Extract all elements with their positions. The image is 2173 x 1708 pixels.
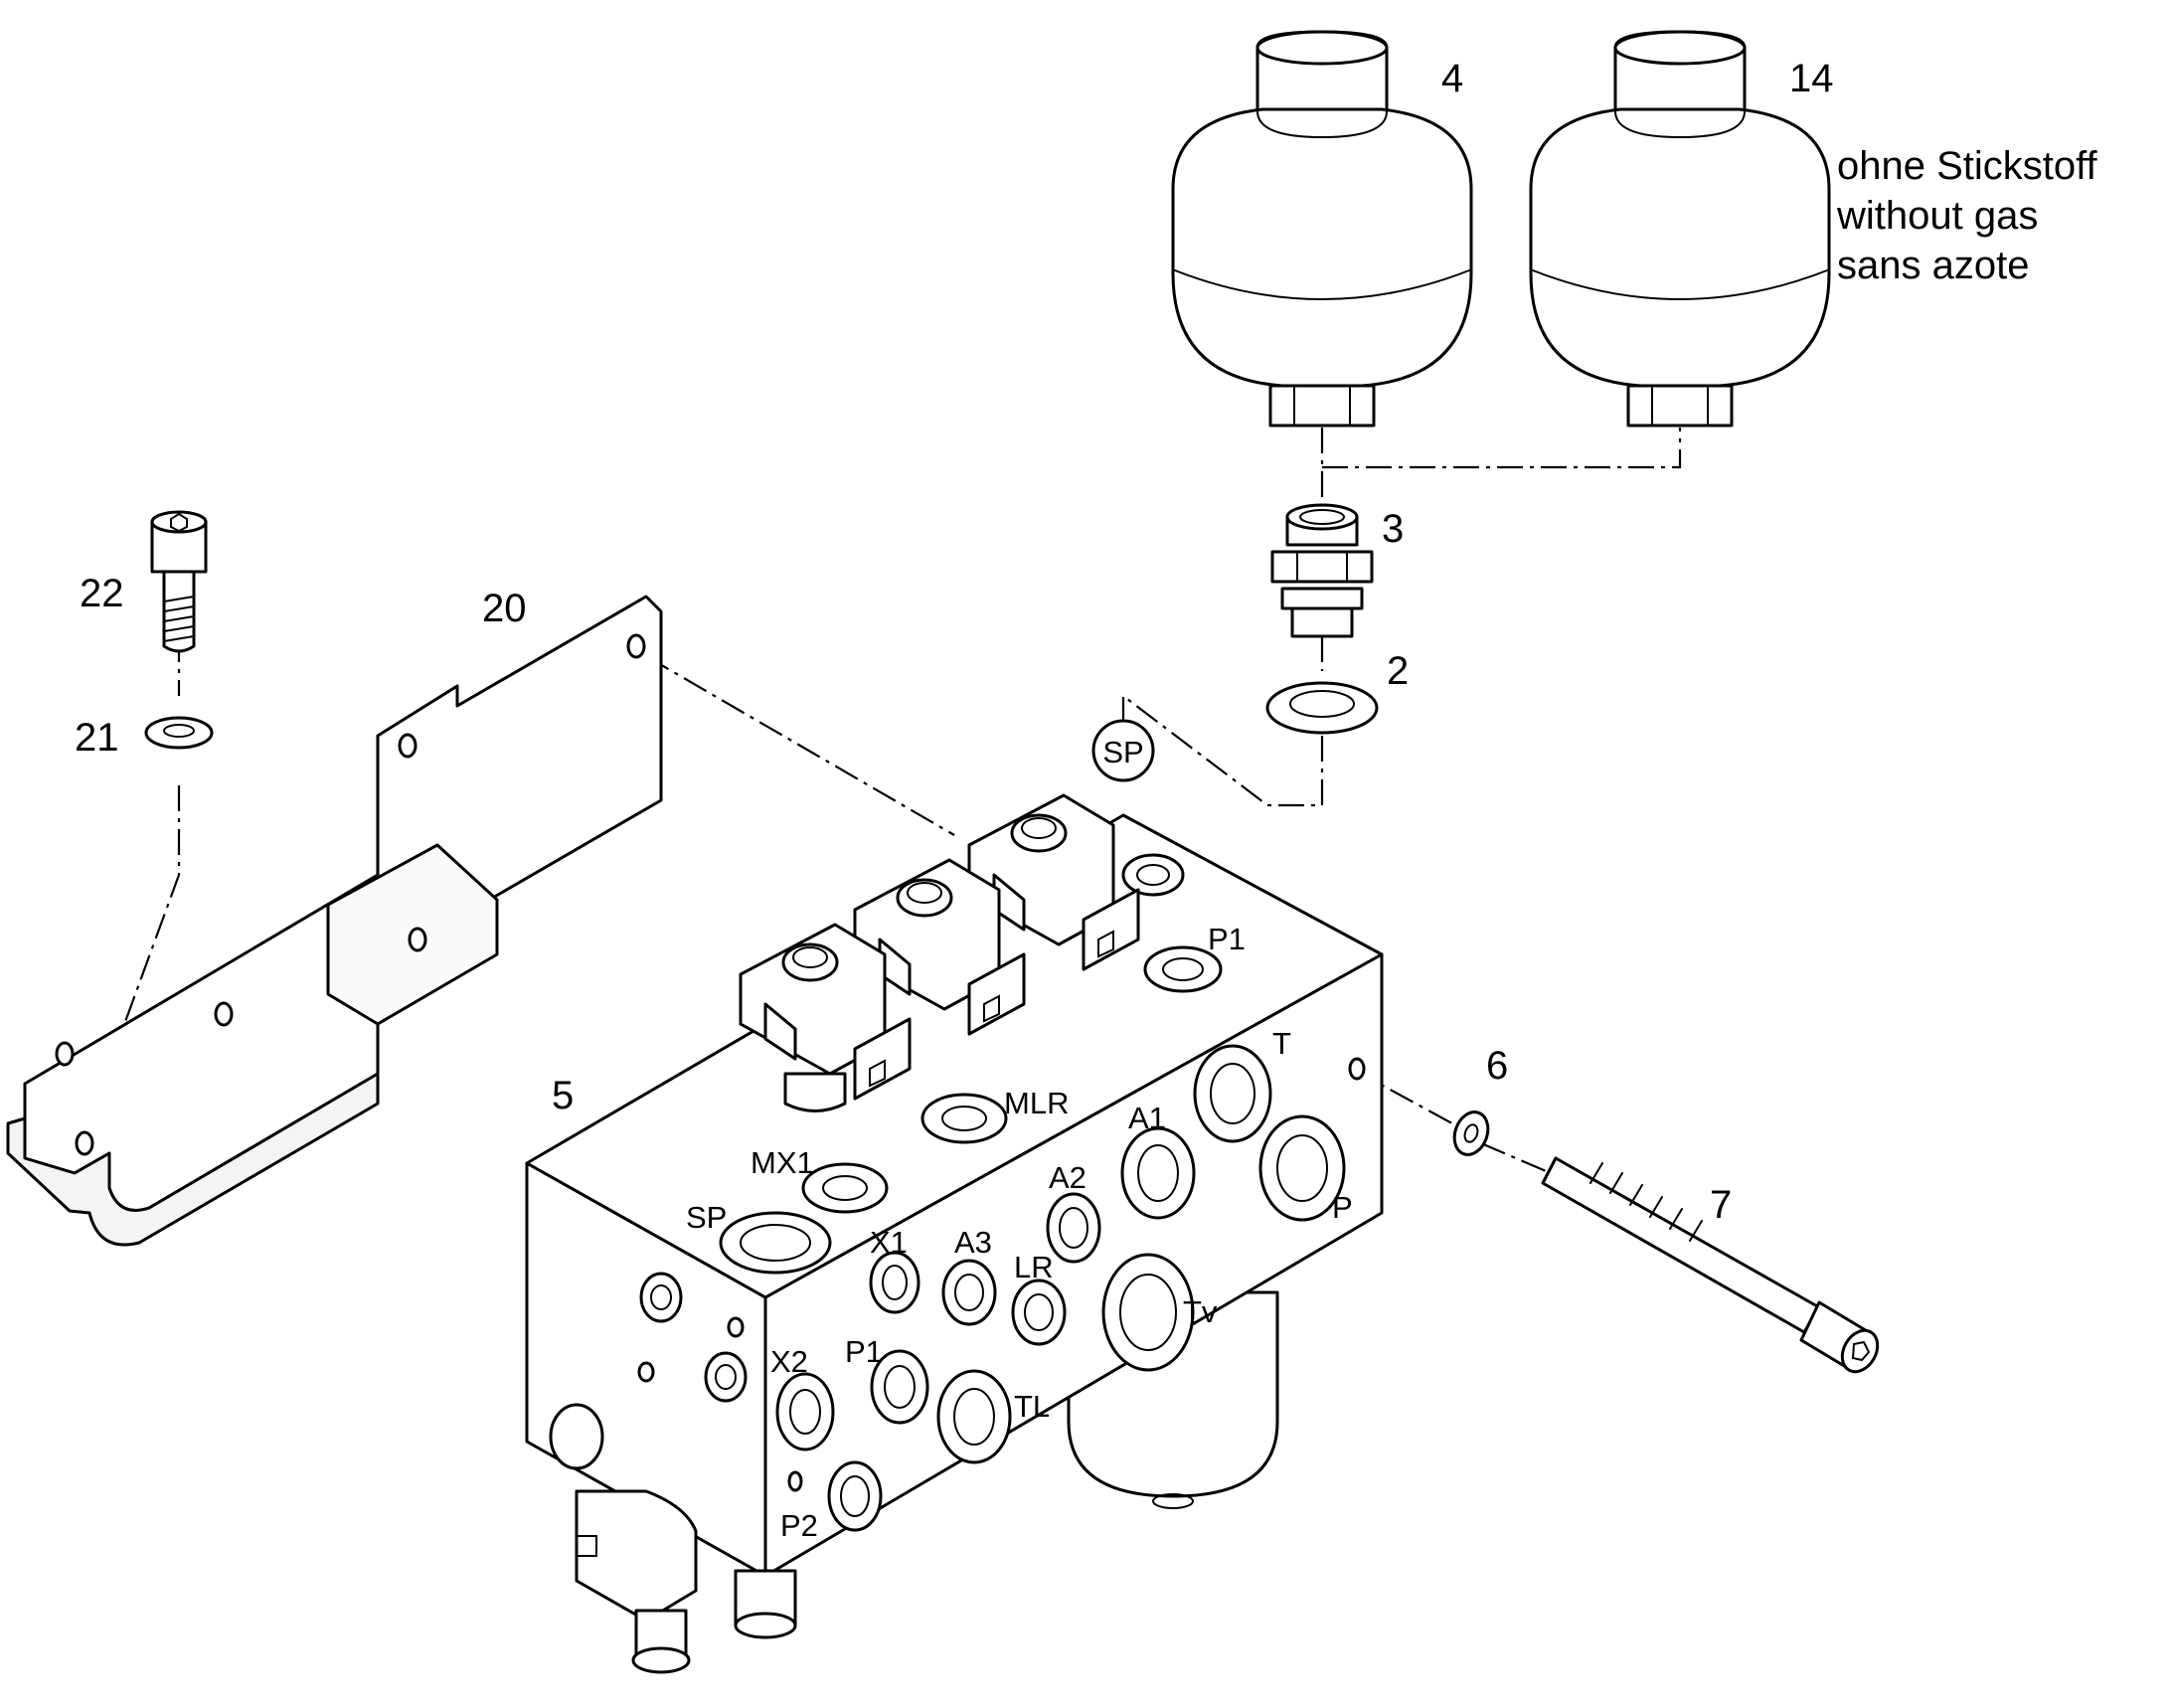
sp-circle-marker: SP xyxy=(1091,719,1155,782)
port-x2 xyxy=(775,1372,835,1452)
label-mlr: MLR xyxy=(1004,1086,1069,1120)
accumulator-14 xyxy=(1529,30,1831,427)
bracket-hole-1 xyxy=(626,633,646,659)
gas-note: ohne Stickstoff without gas sans azote xyxy=(1836,144,2098,287)
callout-4: 4 xyxy=(1441,57,1463,100)
solenoid-valve-1 xyxy=(739,923,912,1112)
label-t: T xyxy=(1272,1026,1291,1061)
port-mlr xyxy=(920,1093,1008,1144)
port-a2 xyxy=(1046,1192,1101,1264)
label-lr: LR xyxy=(1014,1250,1054,1284)
port-sp-side xyxy=(719,1211,832,1275)
line-bracket-to-block xyxy=(645,655,955,836)
label-sp-side: SP xyxy=(686,1200,727,1235)
callout-21: 21 xyxy=(75,716,119,760)
front-ports xyxy=(775,1044,1366,1532)
port-p1-top xyxy=(1143,945,1223,993)
callout-14: 14 xyxy=(1789,57,1834,100)
bracket-hole-3 xyxy=(408,927,427,952)
note-line-en: without gas xyxy=(1836,194,2038,238)
port-t xyxy=(1193,1044,1272,1143)
label-x1: X1 xyxy=(870,1225,908,1260)
label-p1-front: P1 xyxy=(845,1334,883,1369)
bracket-hole-4 xyxy=(214,1001,234,1027)
port-p1-front xyxy=(870,1349,929,1425)
label-mx1: MX1 xyxy=(751,1145,814,1180)
port-x1 xyxy=(869,1251,920,1314)
port-p xyxy=(1258,1114,1346,1222)
note-line-fr: sans azote xyxy=(1837,244,2029,287)
bracket-hole-6 xyxy=(75,1130,94,1156)
fitting-3 xyxy=(1270,503,1374,638)
label-a3: A3 xyxy=(954,1225,992,1260)
solenoid-valve-2 xyxy=(853,858,1026,1036)
top-ports xyxy=(719,853,1223,1275)
note-line-de: ohne Stickstoff xyxy=(1837,144,2098,188)
line-acc14-branch xyxy=(1322,427,1682,469)
label-p: P xyxy=(1332,1190,1353,1225)
callout-5: 5 xyxy=(552,1074,574,1117)
seal-ring-2 xyxy=(1265,681,1379,735)
port-tl xyxy=(936,1369,1012,1464)
callout-6: 6 xyxy=(1486,1044,1508,1088)
callout-3: 3 xyxy=(1382,507,1404,551)
label-x2: X2 xyxy=(770,1344,808,1379)
accumulator-4 xyxy=(1171,30,1473,427)
port-p2 xyxy=(827,1460,883,1532)
callout-2: 2 xyxy=(1387,649,1409,693)
line-washer6-to-bolt7 xyxy=(1480,1141,1552,1175)
label-tv: Tv xyxy=(1183,1294,1218,1329)
bolt-22 xyxy=(150,510,208,653)
bracket-20 xyxy=(6,595,663,1247)
port-a3 xyxy=(941,1259,997,1326)
label-p1-top: P1 xyxy=(1208,922,1246,956)
label-a1: A1 xyxy=(1128,1101,1166,1135)
port-lr xyxy=(1011,1279,1067,1346)
port-labels: P1 T MLR A1 A2 MX1 SP P X1 A3 LR Tv X2 P… xyxy=(686,922,1353,1543)
bracket-hole-2 xyxy=(398,733,418,759)
label-a2: A2 xyxy=(1049,1160,1086,1195)
callout-22: 22 xyxy=(80,572,124,615)
washer-6 xyxy=(1452,1110,1490,1156)
port-sp-top xyxy=(1121,853,1185,897)
callout-7: 7 xyxy=(1710,1183,1732,1227)
port-a1 xyxy=(1120,1126,1196,1220)
bottom-solenoid xyxy=(575,1489,797,1674)
label-tl: TL xyxy=(1014,1389,1050,1424)
callouts: 4 14 3 2 22 21 20 5 6 7 xyxy=(75,57,1834,1227)
bolt-7 xyxy=(1541,1156,1880,1374)
port-mx1 xyxy=(801,1162,889,1214)
callout-20: 20 xyxy=(482,587,527,630)
washer-21 xyxy=(144,716,214,750)
bracket-hole-5 xyxy=(55,1041,75,1067)
solenoid-valve-3 xyxy=(967,793,1140,971)
port-tv xyxy=(1101,1253,1195,1372)
label-p2: P2 xyxy=(780,1508,818,1543)
mounting-hole-right xyxy=(1348,1057,1366,1081)
sp-circle-label: SP xyxy=(1102,735,1143,769)
side-face-details xyxy=(549,1272,748,1470)
